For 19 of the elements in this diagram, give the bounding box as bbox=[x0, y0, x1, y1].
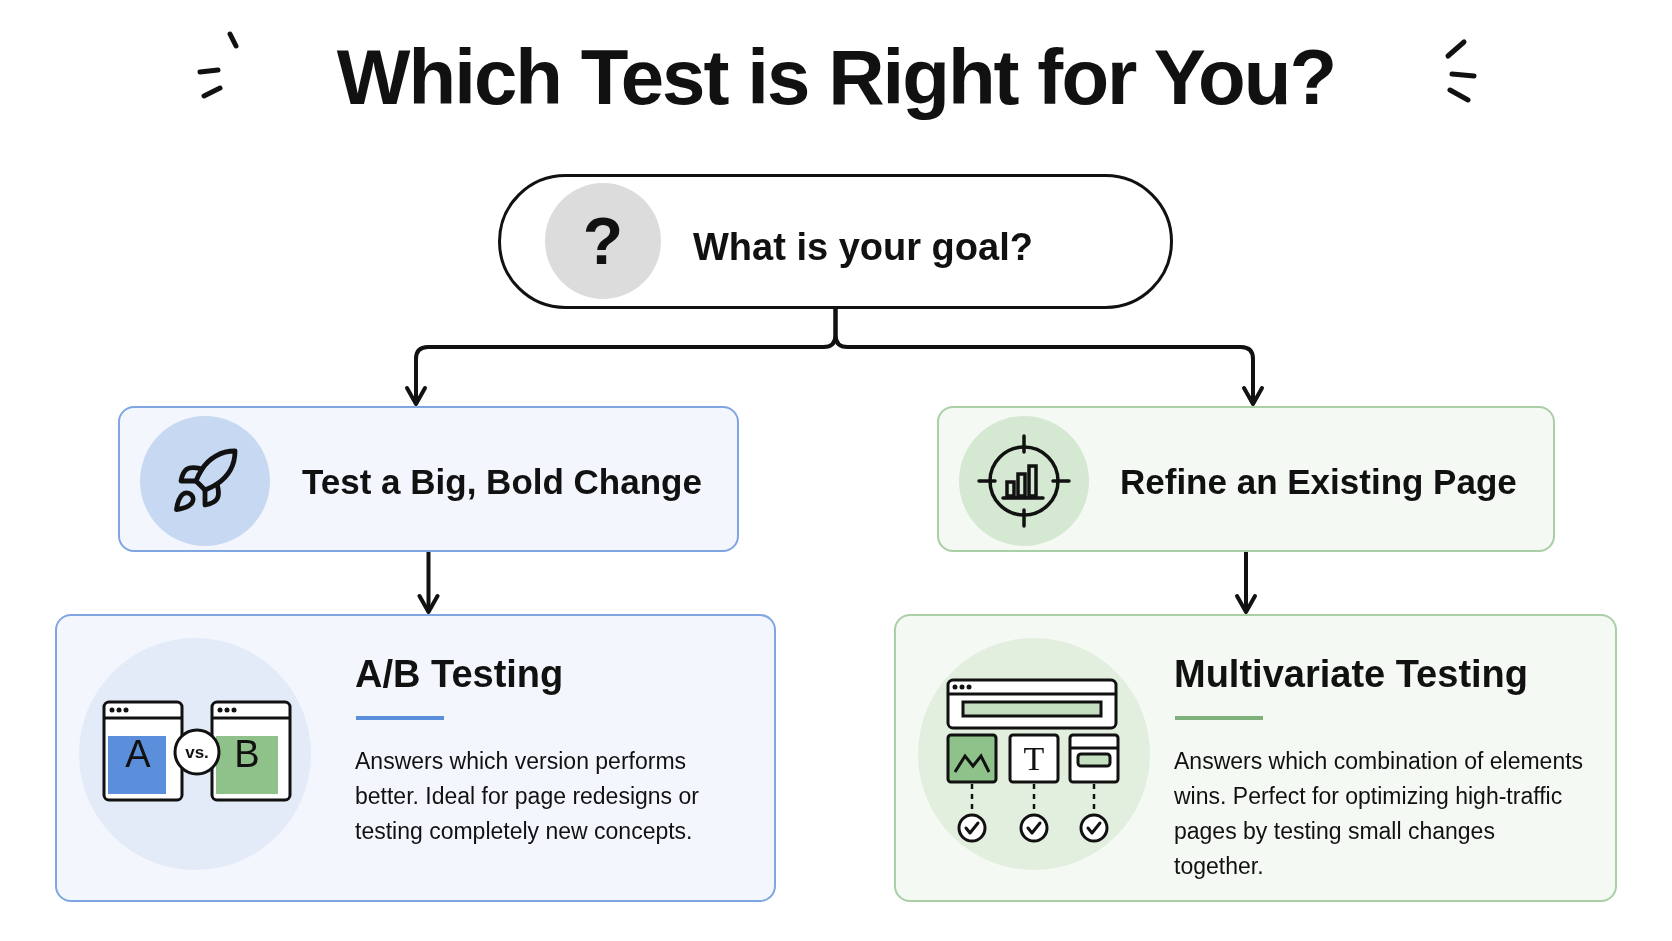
arrow bbox=[833, 309, 1264, 406]
choice-card bbox=[937, 406, 1555, 552]
variant-letter: A bbox=[125, 735, 151, 773]
variant-letter: B bbox=[234, 735, 260, 773]
choice-card bbox=[118, 406, 739, 552]
node-label: What is your goal? bbox=[693, 225, 1033, 270]
arrow bbox=[417, 552, 440, 614]
result-card bbox=[894, 614, 1617, 902]
node-label: Test a Big, Bold Change bbox=[302, 461, 702, 503]
node-label: Refine an Existing Page bbox=[1120, 461, 1517, 503]
text-symbol: T bbox=[1023, 742, 1045, 776]
card-heading: A/B Testing bbox=[355, 652, 564, 697]
card-description: Answers which combination of elements wins. Perfect for optimizing high-traffic pages by testing small changes together. bbox=[1174, 747, 1585, 881]
versus-text: vs. bbox=[185, 743, 209, 761]
result-card bbox=[55, 614, 776, 902]
arrow bbox=[1235, 552, 1257, 614]
question-badge: ? bbox=[545, 183, 661, 299]
card-description: Answers which version performs better. Ideal for page redesigns or testing completely new concepts. bbox=[355, 747, 700, 846]
card-heading: Multivariate Testing bbox=[1174, 652, 1529, 697]
